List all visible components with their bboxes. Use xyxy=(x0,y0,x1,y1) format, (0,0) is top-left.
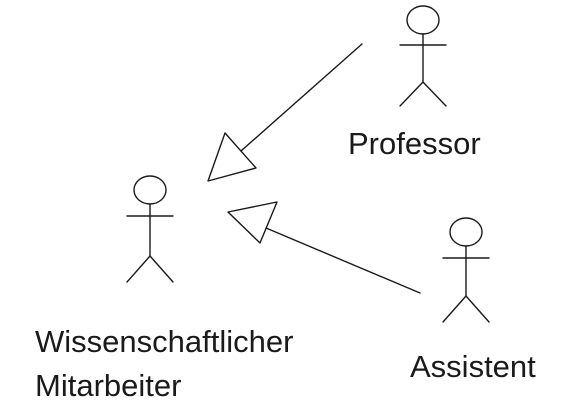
actor-professor-figure xyxy=(399,5,447,107)
actor-assistent-right-leg xyxy=(465,295,490,323)
actor-assistent-label: Assistent xyxy=(410,349,536,384)
actor-professor-left-leg xyxy=(399,81,424,107)
actor-assistent-head xyxy=(449,217,483,247)
actor-assistent-figure xyxy=(442,217,490,323)
actor-wm-right-leg xyxy=(149,255,174,283)
actor-wm-label-line1: Wissenschaftlicher xyxy=(35,324,294,359)
generalization-professor-arrow xyxy=(207,43,363,182)
generalization-assistent-arrowhead xyxy=(227,201,278,244)
generalization-assistent-line xyxy=(265,227,421,294)
actor-professor-label: Professor xyxy=(348,126,481,161)
actor-wm-head xyxy=(133,175,167,205)
actor-professor-head xyxy=(406,5,440,35)
actor-wm-left-leg xyxy=(126,255,151,283)
actor-wm-label-line2: Mitarbeiter xyxy=(35,368,182,403)
generalization-professor-arrowhead xyxy=(207,132,257,182)
actor-professor-right-leg xyxy=(422,81,447,107)
generalization-assistent-arrow xyxy=(227,201,421,294)
generalization-professor-line xyxy=(240,43,363,152)
actor-assistent-left-leg xyxy=(442,295,467,323)
actor-wissenschaftlicher-mitarbeiter-figure xyxy=(126,175,174,283)
